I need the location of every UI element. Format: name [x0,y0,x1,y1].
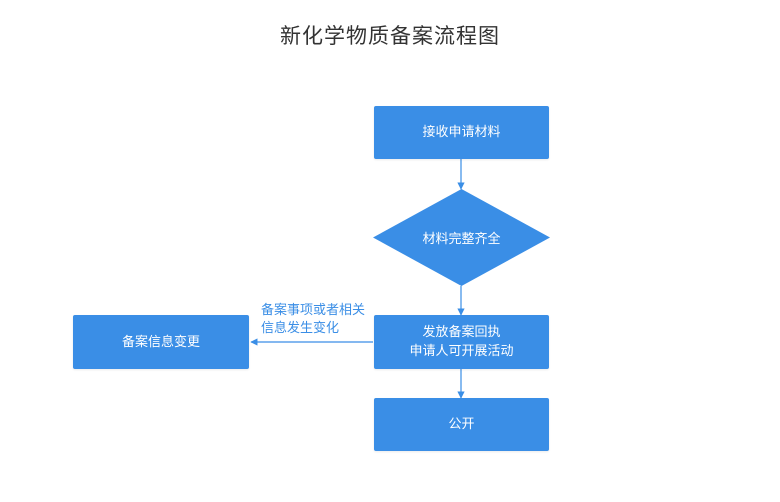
node-issue-receipt-line2: 申请人可开展活动 [409,344,514,359]
edge-label-line1: 备案事项或者相关 [261,303,366,318]
node-publish-label: 公开 [448,417,475,432]
edge-label-change-condition: 备案事项或者相关 信息发生变化 [261,302,365,338]
decision-diamond-shape [373,189,550,286]
node-publish: 公开 [374,398,549,451]
node-info-change-label: 备案信息变更 [121,334,200,350]
node-receive-materials-label: 接收申请材料 [422,125,501,140]
node-info-change: 备案信息变更 [73,315,249,369]
diagram-title: 新化学物质备案流程图 [280,24,500,48]
node-issue-receipt-line1: 发放备案回执 [422,325,501,340]
node-receive-materials: 接收申请材料 [374,106,549,159]
node-issue-receipt: 发放备案回执 申请人可开展活动 [374,315,549,369]
node-materials-complete-label: 材料完整齐全 [422,232,501,247]
node-materials-complete-decision: 材料完整齐全 [373,189,550,286]
edge-label-line2: 信息发生变化 [261,321,340,336]
